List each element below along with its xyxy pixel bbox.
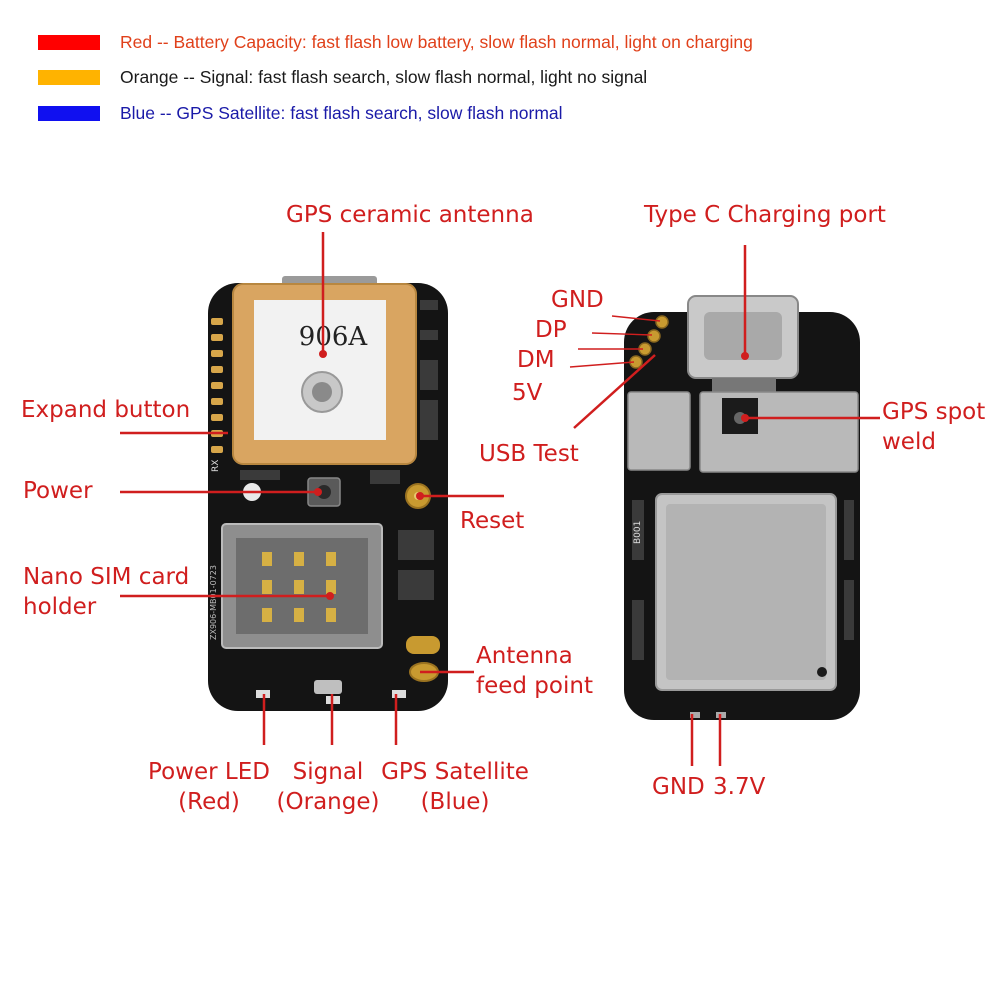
back-board: B001 <box>624 295 860 720</box>
rx-marking: RX <box>211 460 221 472</box>
label-type-c-charging-port: Type C Charging port <box>644 202 886 228</box>
label-5v: 5V <box>512 380 543 406</box>
label-sim-line2: holder <box>23 594 97 620</box>
legend-text-blue: Blue -- GPS Satellite: fast flash search… <box>120 102 563 123</box>
legend-swatch-blue <box>38 105 100 121</box>
label-bottom-3-7v: 3.7V <box>713 774 766 800</box>
label-gps-ceramic-antenna: GPS ceramic antenna <box>286 202 534 228</box>
front-board-marking: ZX906-MB01-0723 <box>209 565 218 640</box>
label-gps-spot-line1: GPS spot <box>882 399 986 425</box>
front-board: 906A <box>208 276 448 711</box>
label-sim-line1: Nano SIM card <box>23 564 190 590</box>
label-power-led-line1: Power LED <box>148 759 270 785</box>
label-gps-satellite-line1: GPS Satellite <box>381 759 529 785</box>
label-bottom-gnd: GND <box>652 774 705 800</box>
label-dp: DP <box>535 317 567 343</box>
label-expand-button: Expand button <box>21 397 191 423</box>
leader-lines <box>120 232 880 766</box>
label-gps-spot-line2: weld <box>882 429 936 455</box>
label-antenna-feed-line2: feed point <box>476 673 593 699</box>
label-gps-satellite-line2: (Blue) <box>420 789 490 815</box>
gps-led <box>392 690 406 698</box>
legend-row-red: Red -- Battery Capacity: fast flash low … <box>38 32 753 52</box>
back-board-marking: B001 <box>633 521 643 544</box>
label-power: Power <box>23 478 93 504</box>
label-antenna-feed-line1: Antenna <box>476 643 573 669</box>
legend-row-blue: Blue -- GPS Satellite: fast flash search… <box>38 103 563 123</box>
label-dm: DM <box>517 347 555 373</box>
legend-swatch-red <box>38 34 100 50</box>
label-gnd: GND <box>551 287 604 313</box>
legend-text-red: Red -- Battery Capacity: fast flash low … <box>120 31 753 52</box>
antenna-marking: 906A <box>299 322 369 352</box>
label-signal-line1: Signal <box>292 759 364 785</box>
legend-row-orange: Orange -- Signal: fast flash search, slo… <box>38 67 647 87</box>
legend-swatch-orange <box>38 69 100 85</box>
label-power-led-line2: (Red) <box>178 789 240 815</box>
label-reset: Reset <box>460 508 525 534</box>
label-usb-test: USB Test <box>479 441 579 467</box>
legend-text-orange: Orange -- Signal: fast flash search, slo… <box>120 66 648 87</box>
label-signal-line2: (Orange) <box>276 789 380 815</box>
